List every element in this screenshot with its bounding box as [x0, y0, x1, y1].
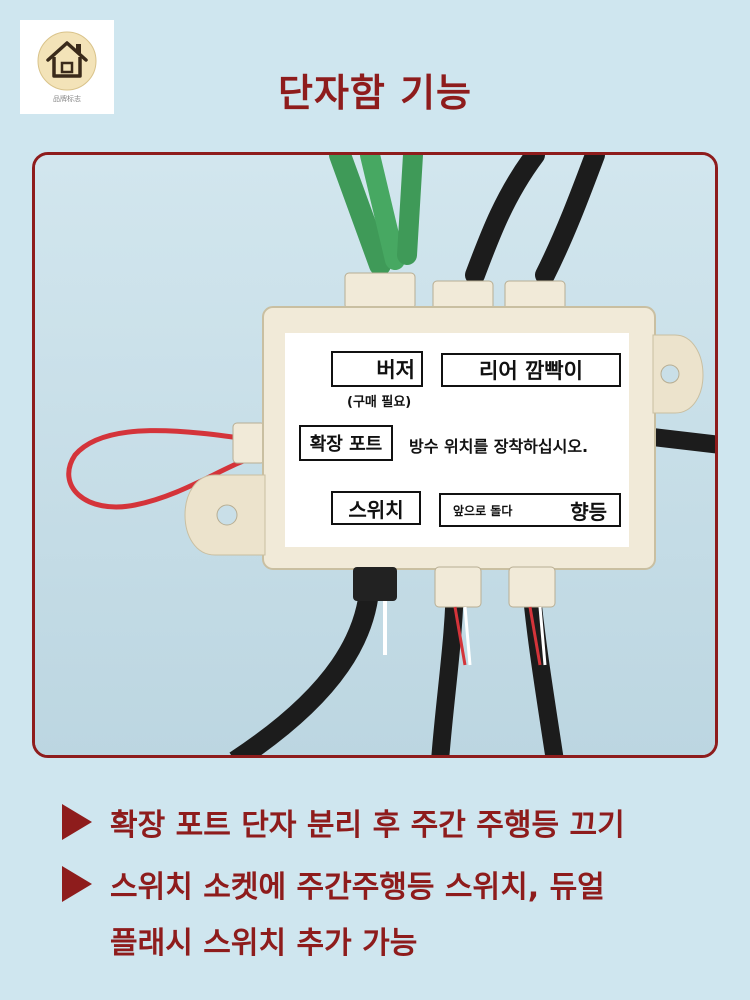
buzzer-label: 버저	[376, 358, 415, 382]
buzzer-label-box: 버저	[331, 351, 423, 387]
house-icon	[37, 31, 97, 91]
page-title: 단자함 기능	[277, 71, 473, 115]
triangle-bullet-icon	[62, 804, 92, 840]
rear-blinker-label: 리어 깜빡이	[479, 359, 583, 383]
product-photo: 버저 (구매 필요) 리어 깜빡이 확장 포트 방수 위치를 장착하십시오. 스…	[32, 152, 718, 758]
label-panel: 버저 (구매 필요) 리어 깜빡이 확장 포트 방수 위치를 장착하십시오. 스…	[285, 333, 629, 547]
switch-label-box: 스위치	[331, 491, 421, 525]
expansion-port-label-box: 확장 포트	[299, 425, 393, 461]
brand-logo: 品牌标志	[20, 20, 114, 114]
expansion-port-label: 확장 포트	[309, 434, 383, 455]
triangle-bullet-icon	[62, 866, 92, 902]
waterproof-note: 방수 위치를 장착하십시오.	[409, 437, 589, 456]
bullet-continuation: 플래시 스위치 추가 가능	[110, 926, 418, 961]
logo-caption: 品牌标志	[53, 95, 81, 103]
bullet-item-1: 확장 포트 단자 분리 후 주간 주행등 끄기	[62, 800, 625, 844]
headlight-label-box: 앞으로 돌다 향등	[439, 493, 621, 527]
rear-blinker-label-box: 리어 깜빡이	[441, 353, 621, 387]
switch-label: 스위치	[348, 497, 404, 522]
turn-front-label: 앞으로 돌다	[453, 503, 513, 518]
buzzer-note: (구매 필요)	[347, 395, 412, 410]
bullet-text: 확장 포트 단자 분리 후 주간 주행등 끄기	[110, 808, 625, 843]
bullet-text: 스위치 소켓에 주간주행등 스위치, 듀얼	[110, 870, 605, 905]
headlight-label: 향등	[570, 499, 607, 524]
bullet-item-2: 스위치 소켓에 주간주행등 스위치, 듀얼	[62, 862, 605, 906]
